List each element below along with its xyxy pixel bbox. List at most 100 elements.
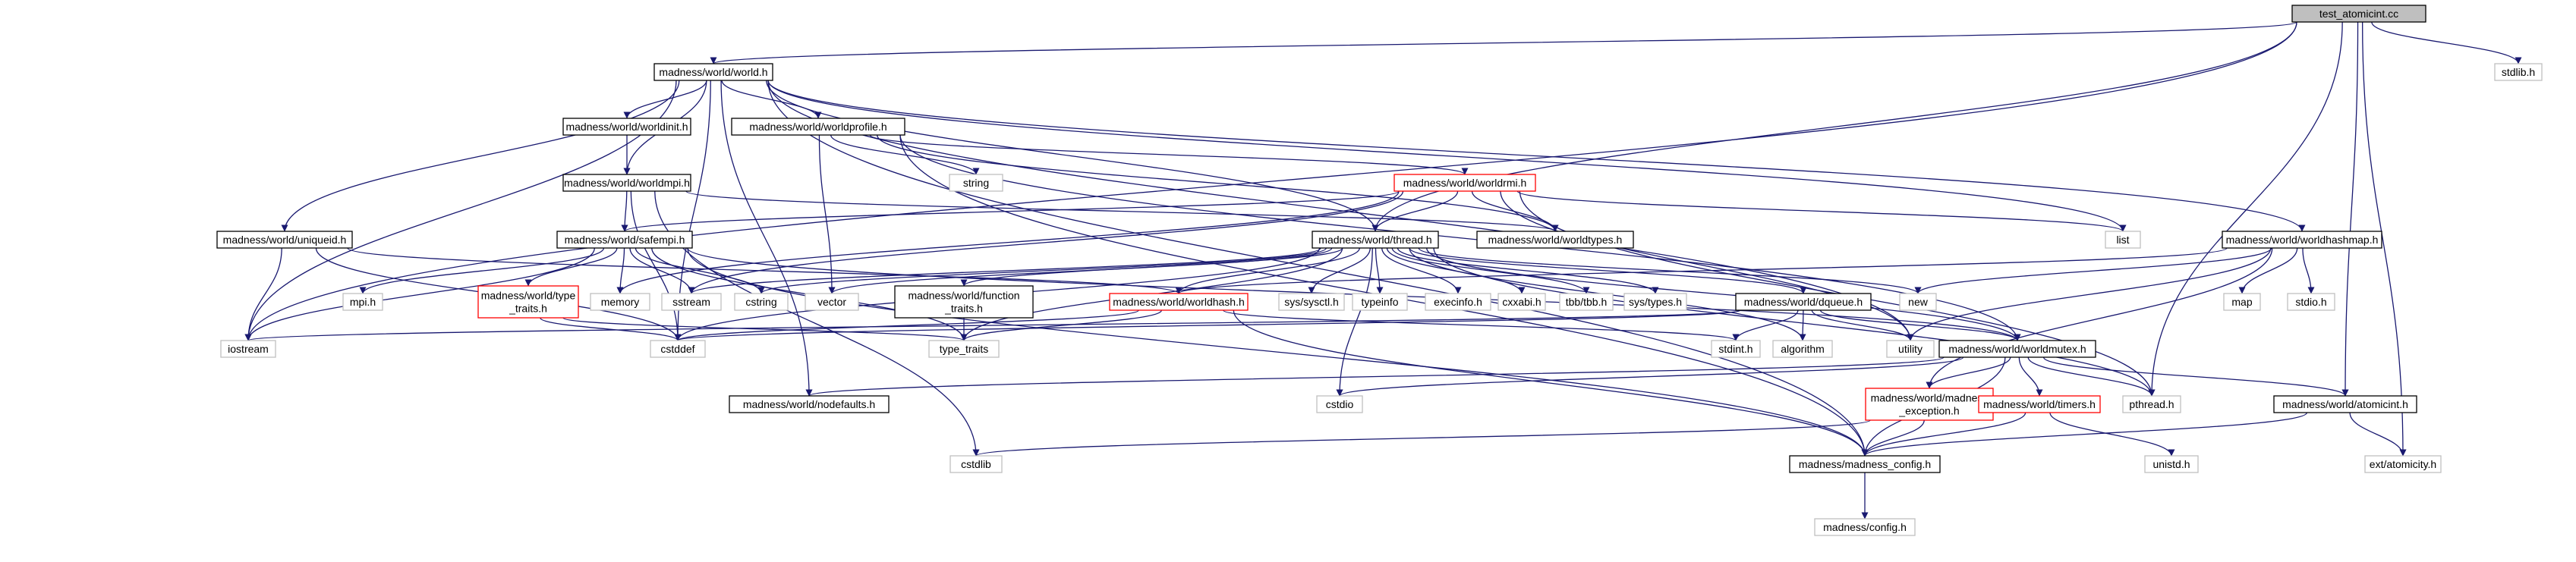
node-label: cstring xyxy=(745,296,776,308)
node-box xyxy=(1735,293,1872,311)
node-label: sys/types.h xyxy=(1629,296,1682,308)
edge-worldprofile-to-worldmutex xyxy=(899,134,2021,341)
node-world[interactable]: madness/world/world.h xyxy=(653,63,773,81)
node-box xyxy=(805,293,859,311)
node-box xyxy=(1497,293,1546,311)
node-label: stdio.h xyxy=(2295,296,2326,308)
node-label: execinfo.h xyxy=(1434,296,1482,308)
node-label: stdint.h xyxy=(1718,343,1752,355)
edge-root-to-thread xyxy=(1371,21,2297,232)
node-label: _exception.h xyxy=(1898,405,1959,417)
node-utility: utility xyxy=(1886,340,1935,358)
node-cstddef: cstddef xyxy=(650,340,706,358)
node-systypes: sys/types.h xyxy=(1623,293,1687,311)
node-label: algorithm xyxy=(1781,343,1825,355)
node-label: tbb/tbb.h xyxy=(1566,296,1608,308)
node-worldprofile[interactable]: madness/world/worldprofile.h xyxy=(731,118,905,136)
node-box xyxy=(2273,395,2417,413)
edge-thread-to-functiontraits xyxy=(960,247,1343,287)
node-sstream: sstream xyxy=(661,293,722,311)
edge-root-to-iostream xyxy=(244,21,2297,341)
node-atomicint[interactable]: madness/world/atomicint.h xyxy=(2273,395,2417,413)
node-worldrmi[interactable]: madness/world/worldrmi.h xyxy=(1393,174,1536,192)
edge-worldhash-to-typetraits xyxy=(960,309,1163,341)
node-worldmpi[interactable]: madness/world/worldmpi.h xyxy=(562,174,691,192)
node-box xyxy=(1425,293,1491,311)
node-madconfig[interactable]: madness/madness_config.h xyxy=(1789,455,1941,473)
node-box xyxy=(1278,293,1345,311)
edge-safempi-to-madconfig xyxy=(687,247,1869,457)
node-box xyxy=(653,63,773,81)
node-label: madness/world/world.h xyxy=(659,66,767,78)
node-box xyxy=(1559,293,1614,311)
node-execinfo: execinfo.h xyxy=(1425,293,1491,311)
node-label: madness/world/worldtypes.h xyxy=(1488,234,1623,246)
node-label: madness/config.h xyxy=(1823,521,1907,533)
node-label: madness/world/uniqueid.h xyxy=(223,234,347,246)
node-box xyxy=(894,285,1034,319)
edge-thread-to-worldmutex xyxy=(1426,247,2021,341)
node-cstring: cstring xyxy=(734,293,789,311)
node-box xyxy=(1938,340,2096,358)
node-worldinit[interactable]: madness/world/worldinit.h xyxy=(562,118,691,136)
node-box xyxy=(1978,395,2101,413)
node-label: madness/world/thread.h xyxy=(1318,234,1431,246)
node-worldmutex[interactable]: madness/world/worldmutex.h xyxy=(1938,340,2096,358)
node-box xyxy=(1772,340,1833,358)
edge-worldmutex-to-pthread xyxy=(2027,356,2156,397)
node-madexc[interactable]: madness/world/madness_exception.h xyxy=(1865,388,1994,421)
node-mpi: mpi.h xyxy=(342,293,383,311)
node-box xyxy=(1312,231,1439,249)
edge-thread-to-execinfo xyxy=(1381,247,1462,294)
node-thread[interactable]: madness/world/thread.h xyxy=(1312,231,1439,249)
node-worldhashmap[interactable]: madness/world/worldhashmap.h xyxy=(2222,231,2382,249)
node-label: sys/sysctl.h xyxy=(1284,296,1339,308)
node-label: cxxabi.h xyxy=(1502,296,1541,308)
edge-safempi-to-iostream xyxy=(244,247,595,341)
node-syssysctl: sys/sysctl.h xyxy=(1278,293,1345,311)
edge-worldprofile-to-worldrmi xyxy=(869,134,1469,175)
node-label: madness/world/timers.h xyxy=(1983,398,2096,410)
node-uniqueid[interactable]: madness/world/uniqueid.h xyxy=(216,231,353,249)
node-label: list xyxy=(2116,234,2129,246)
edge-thread-to-tbbtbb xyxy=(1391,247,1590,294)
node-nodefaults[interactable]: madness/world/nodefaults.h xyxy=(729,395,890,413)
node-label: madness/world/worldhashmap.h xyxy=(2226,234,2379,246)
edge-madexc-to-cstdlib xyxy=(972,419,1871,457)
node-label: pthread.h xyxy=(2129,398,2174,410)
node-worldhash[interactable]: madness/world/worldhash.h xyxy=(1109,293,1249,311)
node-label: stdlib.h xyxy=(2502,66,2535,78)
node-root[interactable]: test_atomicint.cc xyxy=(2291,5,2426,23)
node-box xyxy=(590,293,650,311)
node-label: typeinfo xyxy=(1361,296,1398,308)
node-typetraitsw[interactable]: madness/world/type_traits.h xyxy=(477,285,579,319)
node-label: _traits.h xyxy=(509,303,547,315)
node-box xyxy=(2122,395,2181,413)
node-box xyxy=(731,118,905,136)
node-label: type_traits xyxy=(940,343,989,355)
node-timers[interactable]: madness/world/timers.h xyxy=(1978,395,2101,413)
node-dqueue[interactable]: madness/world/dqueue.h xyxy=(1735,293,1872,311)
node-box xyxy=(2291,5,2426,23)
edge-atomicint-to-madconfig xyxy=(1861,412,2308,457)
node-box xyxy=(562,174,691,192)
node-worldtypes[interactable]: madness/world/worldtypes.h xyxy=(1476,231,1634,249)
edge-root-to-pthread xyxy=(2148,21,2343,397)
node-box xyxy=(2223,293,2261,311)
node-label: madness/world/type xyxy=(481,290,576,302)
node-cstdlib: cstdlib xyxy=(949,455,1003,473)
edge-worldhash-to-cstddef xyxy=(674,309,1139,341)
edge-safempi-to-typetraitsw xyxy=(524,247,618,287)
edge-world-to-worldinit xyxy=(623,80,707,119)
node-box xyxy=(220,340,276,358)
node-box xyxy=(477,285,579,319)
node-label: madness/world/worldrmi.h xyxy=(1403,177,1527,189)
node-safempi[interactable]: madness/world/safempi.h xyxy=(556,231,693,249)
node-label: cstdlib xyxy=(961,458,991,470)
node-cstdio: cstdio xyxy=(1316,395,1363,413)
edge-thread-to-cstring xyxy=(757,247,1327,294)
edge-worldprofile-to-worldtypes xyxy=(877,134,1559,232)
node-functiontraits[interactable]: madness/world/function_traits.h xyxy=(894,285,1034,319)
node-label: utility xyxy=(1898,343,1923,355)
